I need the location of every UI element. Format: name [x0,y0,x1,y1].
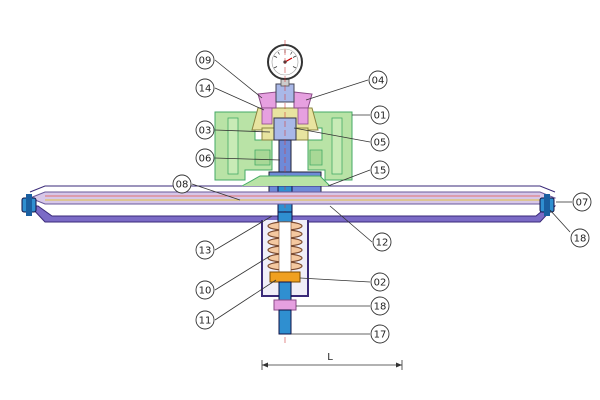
dimension-l: L [261,352,403,370]
adjusting-screw [273,281,297,335]
callout-15: 15 [370,160,390,180]
valve-body [214,111,353,181]
callout-bubbles: 09 04 14 01 03 05 06 15 [172,50,592,344]
callout-03: 03 [195,120,215,140]
dimension-label: L [327,352,333,363]
callout-02: 02 [370,272,390,292]
callout-12: 12 [372,232,392,252]
svg-text:07: 07 [576,198,589,209]
svg-text:11: 11 [199,316,212,327]
svg-text:18: 18 [574,234,587,245]
spring [267,221,303,273]
svg-text:09: 09 [199,56,212,67]
svg-text:10: 10 [199,286,212,297]
callout-17: 17 [370,324,390,344]
svg-text:14: 14 [199,84,212,95]
callout-08: 08 [172,174,192,194]
right-clamp [539,194,555,216]
svg-text:04: 04 [372,76,385,87]
spring-disc [269,271,301,283]
callout-11: 11 [195,310,215,330]
callout-01: 01 [370,105,390,125]
callout-13: 13 [195,240,215,260]
svg-text:06: 06 [199,154,212,165]
left-clamp [21,194,37,216]
pink-cap [257,83,313,125]
callout-18-right: 18 [570,228,590,248]
callout-07: 07 [572,192,592,212]
svg-text:05: 05 [374,138,387,149]
svg-text:13: 13 [199,246,212,257]
svg-text:17: 17 [374,330,387,341]
svg-text:01: 01 [374,111,387,122]
callout-10: 10 [195,280,215,300]
svg-text:12: 12 [376,238,389,249]
diaphragm-assembly [28,175,557,223]
callout-06: 06 [195,148,215,168]
callouts [191,59,572,335]
svg-text:18: 18 [374,302,387,313]
callout-09: 09 [195,50,215,70]
callout-05: 05 [370,132,390,152]
svg-text:15: 15 [374,166,387,177]
callout-04: 04 [368,70,388,90]
svg-text:03: 03 [199,126,212,137]
svg-text:02: 02 [374,278,387,289]
svg-text:08: 08 [176,180,189,191]
callout-18-bottom: 18 [370,296,390,316]
callout-14: 14 [195,78,215,98]
